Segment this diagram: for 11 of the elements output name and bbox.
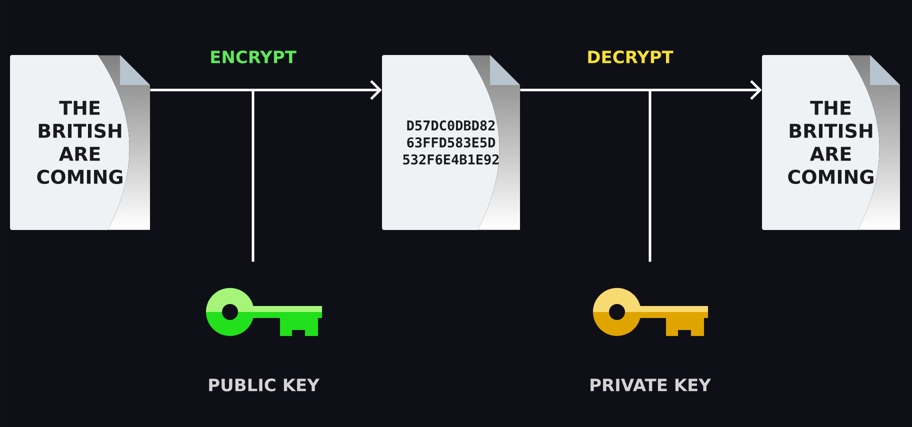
- document: THE BRITISH ARE COMING: [762, 55, 900, 230]
- edge-label: ENCRYPT: [211, 50, 296, 64]
- key-icon: [206, 288, 322, 336]
- key-icon: [593, 288, 708, 336]
- edge-label: DECRYPT: [588, 50, 674, 64]
- key-caption: PUBLIC KEY: [209, 378, 320, 392]
- arrow: [520, 80, 762, 100]
- key-caption: PRIVATE KEY: [590, 378, 712, 392]
- document: THE BRITISH ARE COMING: [10, 55, 150, 230]
- document: D57DC0DBD82 63FFD583E5D 532F6E4B1E92: [382, 55, 520, 230]
- arrow: [150, 80, 382, 100]
